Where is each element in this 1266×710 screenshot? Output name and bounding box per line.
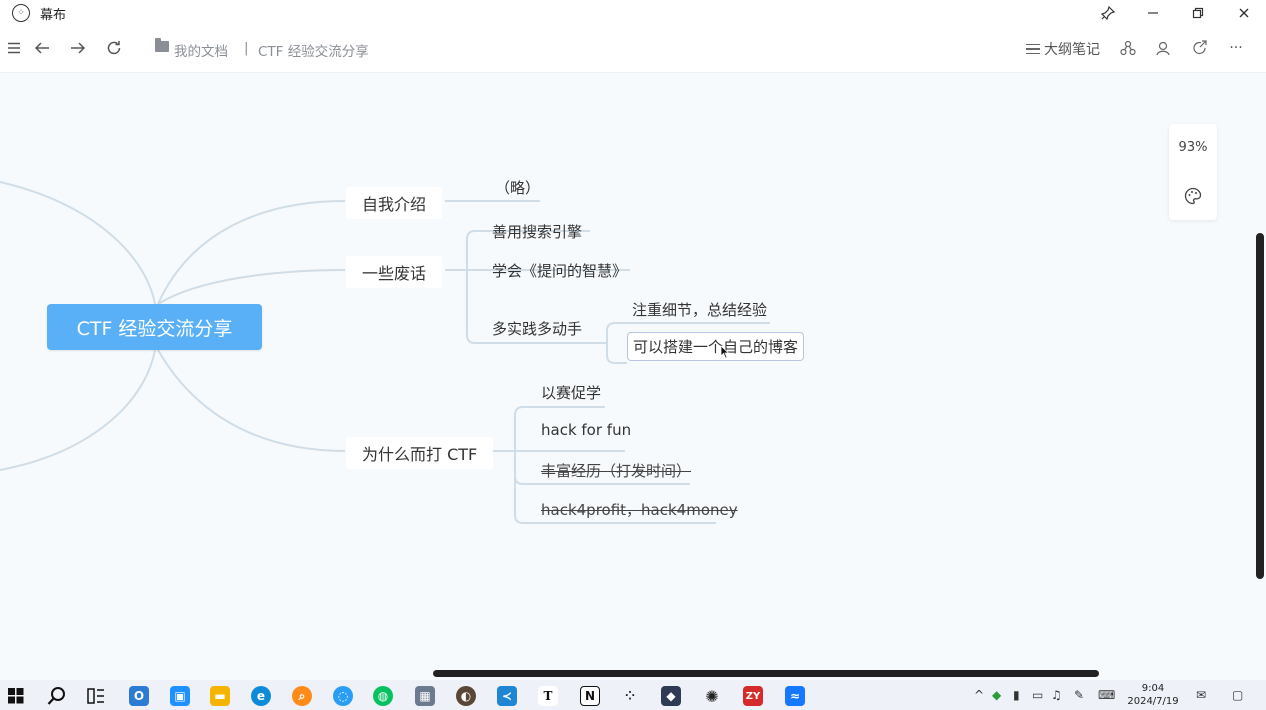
vertical-scrollbar[interactable] <box>1256 233 1264 579</box>
pin-icon <box>1101 6 1115 20</box>
breadcrumb-current[interactable]: CTF 经验交流分享 <box>258 44 369 60</box>
minimize-button[interactable] <box>1133 0 1173 26</box>
zy-app-icon[interactable]: ZY <box>743 686 763 706</box>
list-icon <box>1026 41 1040 58</box>
chevron-up-icon[interactable]: ^ <box>974 688 985 702</box>
mindmap-icon <box>1120 40 1136 56</box>
more-button[interactable]: ··· <box>1229 40 1243 56</box>
outline-notes-label: 大纲笔记 <box>1044 42 1100 58</box>
volume-icon[interactable]: ♫ <box>1051 688 1062 702</box>
search-icon[interactable] <box>47 686 67 706</box>
windows-start-icon[interactable] <box>8 688 24 704</box>
node-hack4profit[interactable]: hack4profit，hack4money <box>541 501 738 519</box>
keyboard-icon[interactable]: ⌨ <box>1098 688 1116 702</box>
taskbar-clock[interactable]: 9:04 2024/7/19 <box>1122 682 1184 708</box>
arrow-left-icon <box>34 42 49 54</box>
arrow-right-icon <box>71 42 86 54</box>
menu-button[interactable] <box>2 36 26 60</box>
node-attention-detail[interactable]: 注重细节，总结经验 <box>632 301 768 319</box>
mindmap-root-node[interactable]: CTF 经验交流分享 <box>47 304 262 350</box>
mubu-icon[interactable]: ⁘ <box>620 686 640 706</box>
close-button[interactable] <box>1224 0 1264 26</box>
avatar-app-icon[interactable]: ◐ <box>456 686 476 706</box>
wechat-icon[interactable]: ◍ <box>373 686 393 706</box>
hamburger-icon <box>8 42 20 54</box>
openai-icon[interactable]: ✺ <box>702 686 722 706</box>
horizontal-scrollbar[interactable] <box>433 670 1099 677</box>
node-hack-for-fun[interactable]: hack for fun <box>541 421 632 439</box>
node-smart-questions[interactable]: 学会《提问的智慧》 <box>492 262 628 280</box>
task-view-icon[interactable] <box>87 687 105 705</box>
notion-icon[interactable]: N <box>580 686 600 706</box>
typora-icon[interactable]: T <box>538 686 558 706</box>
chat-icon[interactable]: ◌ <box>333 686 353 706</box>
outline-notes-button[interactable]: 大纲笔记 <box>1026 39 1100 59</box>
calculator-icon[interactable]: ▦ <box>415 686 435 706</box>
security-tray-icon[interactable]: ◆ <box>992 688 1002 702</box>
node-learn-by-contest[interactable]: 以赛促学 <box>541 384 602 402</box>
mindmap-links <box>0 181 770 524</box>
forward-button[interactable] <box>66 36 90 60</box>
node-intro-omitted[interactable]: （略） <box>495 179 541 197</box>
node-build-blog[interactable]: 可以搭建一个自己的博客 <box>627 332 805 361</box>
toolbar: 我的文档 | CTF 经验交流分享 大纲笔记 ··· <box>0 26 1266 73</box>
node-why-ctf[interactable]: 为什么而打 CTF <box>346 437 494 469</box>
outlook-icon[interactable]: O <box>129 686 149 706</box>
mindmap-canvas[interactable]: CTF 经验交流分享 自我介绍 （略） 一些废话 善用搜索引擎 学会《提问的智慧… <box>0 73 1266 671</box>
mindmap-button[interactable] <box>1116 36 1140 60</box>
node-use-search[interactable]: 善用搜索引擎 <box>492 223 583 241</box>
refresh-icon <box>107 41 121 55</box>
battery-icon[interactable]: ▭ <box>1032 688 1044 702</box>
taskbar: O ▣ ▬ e ⌕ ◌ ◍ ▦ ◐ ≺ T N ⁘ ◆ ✺ ZY ≈ ^ ◆ ▮… <box>0 680 1266 710</box>
clock-time: 9:04 <box>1141 683 1165 694</box>
restore-icon <box>1192 7 1204 19</box>
edge-icon[interactable]: e <box>251 686 271 706</box>
palette-icon[interactable] <box>1184 187 1202 205</box>
close-icon <box>1239 8 1249 18</box>
node-some-talk[interactable]: 一些废话 <box>346 256 443 288</box>
microphone-icon[interactable]: ▮ <box>1013 688 1020 702</box>
refresh-button[interactable] <box>102 36 126 60</box>
back-button[interactable] <box>30 36 54 60</box>
mail-icon[interactable]: ✉ <box>1196 688 1207 702</box>
zoom-panel: 93% <box>1169 124 1217 220</box>
node-intro[interactable]: 自我介绍 <box>346 187 443 219</box>
breadcrumb-separator: | <box>244 40 249 56</box>
folder-icon <box>155 38 169 52</box>
magnifier-app-icon[interactable]: ⌕ <box>292 686 312 706</box>
collaborate-button[interactable] <box>1152 36 1176 60</box>
app-logo-icon: ⁘ <box>12 4 30 22</box>
pen-icon[interactable]: ✎ <box>1074 688 1085 702</box>
share-button[interactable] <box>1188 36 1212 60</box>
app-title: 幕布 <box>40 8 67 23</box>
node-practice[interactable]: 多实践多动手 <box>492 320 583 338</box>
breadcrumb-root[interactable]: 我的文档 <box>174 44 228 60</box>
mouse-cursor-icon <box>720 345 730 359</box>
zoom-level[interactable]: 93% <box>1178 140 1208 155</box>
clock-date: 2024/7/19 <box>1127 696 1179 707</box>
pin-button[interactable] <box>1088 0 1128 26</box>
restore-button[interactable] <box>1178 0 1218 26</box>
vscode-icon[interactable]: ≺ <box>497 686 517 706</box>
notification-icon[interactable]: ▢ <box>1232 688 1244 702</box>
cat-app-icon[interactable]: ◆ <box>661 686 681 706</box>
node-rich-experience[interactable]: 丰富经历（打发时间） <box>541 462 692 480</box>
user-icon <box>1156 41 1170 56</box>
file-explorer-icon[interactable]: ▬ <box>210 686 230 706</box>
lark-icon[interactable]: ≈ <box>785 686 805 706</box>
share-icon <box>1193 40 1207 55</box>
minimize-icon <box>1148 12 1158 14</box>
app-square-icon[interactable]: ▣ <box>170 686 190 706</box>
title-bar: ⁘ 幕布 <box>0 0 1266 26</box>
